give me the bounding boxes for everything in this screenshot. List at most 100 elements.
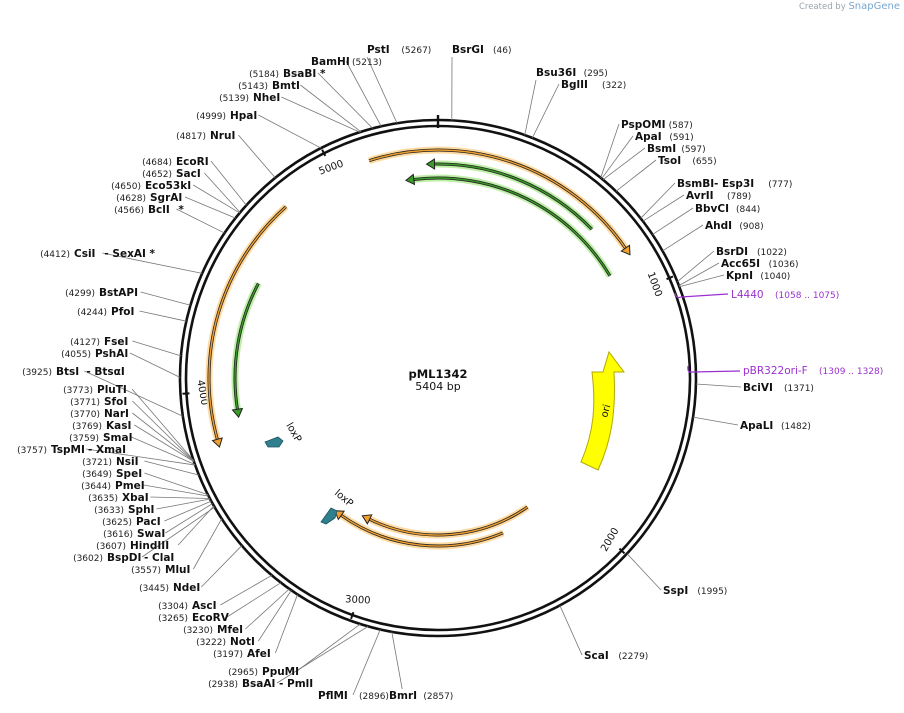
leader-line [193,518,223,570]
enzyme-site-bstapi: BstAPI(4299) [65,287,138,299]
leader-line [192,184,240,214]
leader-line [615,159,657,192]
enzyme-isoschizomer: - XmaI [88,444,126,456]
enzyme-name: CsiI [74,248,95,260]
primer-l4440: L4440 (1058 .. 1075) [674,289,839,301]
enzyme-site-scai: ScaI(2279) [584,650,648,662]
enzyme-site-nari: NarI(3770) [70,408,129,420]
snapgene-credit: Created by SnapGene [799,1,900,12]
arrow-top-green-2 [425,158,595,232]
enzyme-name: BciVI [743,382,773,394]
enzyme-name: BsaAI [242,678,275,690]
leader-line [352,629,381,696]
leader-line [184,196,236,219]
enzyme-position: (2896) [359,692,389,702]
enzyme-position: (1371) [784,384,814,394]
enzyme-position: (587) [669,121,693,131]
enzyme-name: BtsI [56,366,79,378]
enzyme-site-ecori: EcoRI(4684) [142,156,209,168]
enzyme-site-xbai: XbaI (3635) [88,492,149,504]
enzyme-position: (3769) [72,422,102,432]
enzyme-name: HpaI [230,110,257,122]
arrowhead [211,437,223,448]
leader-line [531,83,560,139]
leader-line [601,135,634,179]
leader-line [85,448,196,466]
arrowhead [425,158,436,170]
enzyme-name: BmtI [272,80,300,92]
enzyme-site-bmri: BmrI(2857) [389,690,453,702]
leader-line [640,182,676,219]
enzyme-position: (4127) [70,338,100,348]
enzyme-position: (789) [727,192,751,202]
enzyme-position: (3759) [69,434,99,444]
enzyme-site-bamhi: BamHI(5213) [311,56,382,68]
enzyme-name: TspMI [51,444,85,456]
primer-pbr322ori-f: pBR322ori-F (1309 .. 1328) [687,365,883,377]
enzyme-site-paci: PacI(3625) [102,516,161,528]
enzyme-position: (4650) [111,182,141,192]
leader-line [275,594,298,654]
enzyme-position: (3222) [196,638,226,648]
enzyme-position: (3757) [17,446,47,456]
enzyme-name: AvrII [686,190,714,202]
enzyme-position: (2938) [208,680,238,690]
leader-line [132,340,182,357]
tick-label: 2000 [599,526,621,554]
enzyme-position: (3635) [88,494,118,504]
loxp-label: loxP [283,421,303,444]
enzyme-name: BmrI [389,690,417,702]
leader-line [391,631,403,690]
enzyme-site-pspomi: PspOMI(587) [621,119,693,131]
enzyme-position: (4566) [114,206,144,216]
enzyme-name: PstI [367,44,390,56]
enzyme-name: BsmI [647,143,676,155]
enzyme-site-tsoi: TsoI(655) [658,155,717,167]
ori-arrow [580,350,625,471]
enzyme-name: XbaI [122,492,149,504]
enzyme-site-kasi: KasI(3769) [72,420,131,432]
enzyme-position: (5184) [249,70,279,80]
leader-line [642,194,685,222]
enzyme-site-pshai: PshAI(4055) [61,348,128,360]
enzyme-site-smai: SmaI(3759) [69,432,132,444]
enzyme-name: PshAI [95,348,128,360]
enzyme-site-pfoi: PfoI(4244) [77,306,134,318]
enzyme-site-csii: CsiI- SexAI *(4412) [40,248,155,260]
leader-line [132,412,195,462]
enzyme-position: (3649) [82,470,112,480]
enzyme-position: (4412) [40,250,70,260]
enzyme-position: (46) [493,46,511,56]
tick-mark [618,547,626,555]
enzyme-name: ApaLI [740,420,773,432]
enzyme-name: SacI [176,168,201,180]
enzyme-site-saci: SacI(4652) [142,168,201,180]
leader-line [281,96,360,133]
enzyme-site-pmei: PmeI(3644) [81,480,145,492]
enzyme-site-sfoi: SfoI(3771) [70,396,127,408]
enzyme-site-pflmi: PflMI(2896) [318,690,389,702]
enzyme-position: (3230) [183,626,213,636]
leader-line [300,84,362,133]
enzyme-position: (322) [602,81,626,91]
enzyme-isoschizomer: * [320,68,326,80]
enzyme-site-hindiii: HindIII(3607) [96,540,169,552]
enzyme-position: (5213) [352,58,382,68]
enzyme-site-bcivi: BciVI (1371) [743,382,814,394]
enzyme-name: PluTI [97,384,127,396]
enzyme-site-bsabi: BsaBI*(5184) [249,68,326,80]
leader-line [140,291,191,306]
leader-line [141,506,215,558]
enzyme-name: BsmBI [677,178,714,190]
enzyme-position: (655) [692,157,716,167]
arrow-bottom-1 [361,504,530,539]
enzyme-name: Eco53kI [145,180,191,192]
enzyme-position: (3925) [22,368,52,378]
leader-line [220,574,273,606]
enzyme-position: (3644) [81,482,111,492]
leader-line [201,545,243,588]
primer-leader [674,292,729,299]
leader-line [131,436,196,465]
enzyme-name: PacI [136,516,161,528]
